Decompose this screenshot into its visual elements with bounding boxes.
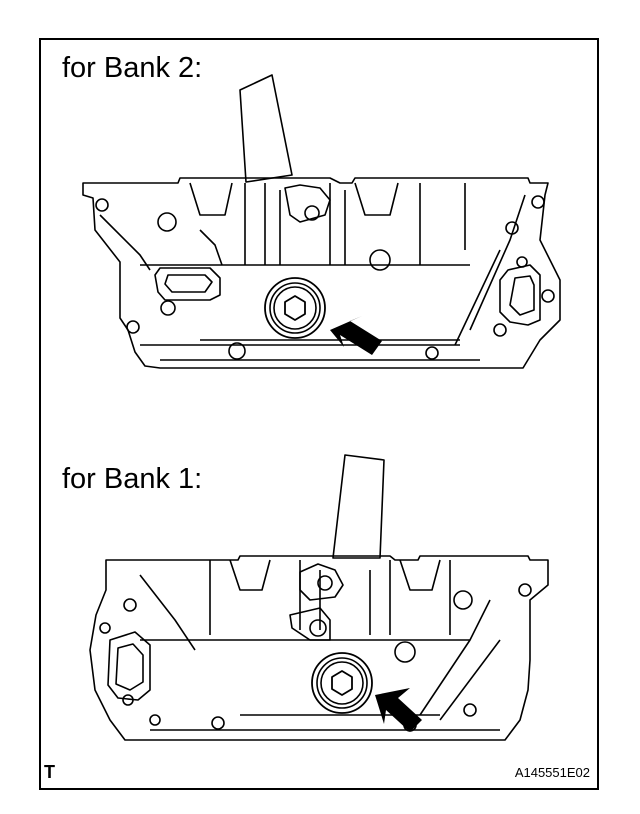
bank-1-label: for Bank 1: — [62, 463, 203, 495]
figure-id: A145551E02 — [514, 765, 590, 780]
bank-2-label: for Bank 2: — [62, 52, 203, 84]
arrow-pointer-bank-2 — [330, 316, 382, 355]
corner-mark: T — [44, 762, 55, 782]
arrow-pointer-bank-1 — [375, 688, 422, 732]
